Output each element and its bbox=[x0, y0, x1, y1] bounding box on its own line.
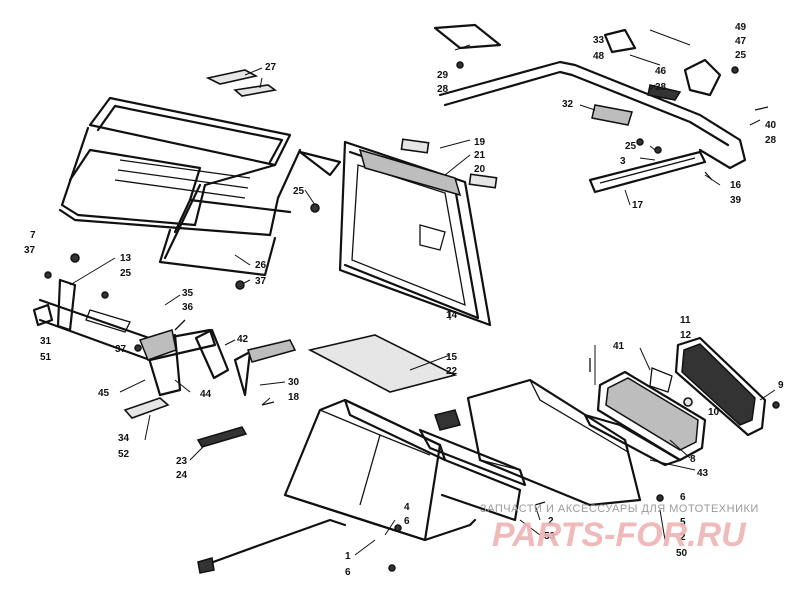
side-cover bbox=[466, 378, 642, 507]
watermark: ЗАПЧАСТИ И АКСЕССУАРЫ ДЛЯ МОТОТЕХНИКИ PA… bbox=[480, 503, 759, 554]
lower-storage-box bbox=[283, 398, 527, 542]
callout-12: 12 bbox=[680, 330, 692, 341]
callout-6c: 6 bbox=[345, 567, 351, 578]
callout-37b: 37 bbox=[24, 245, 36, 256]
callout-41: 41 bbox=[613, 341, 625, 352]
callout-37: 37 bbox=[255, 276, 267, 287]
callout-19: 19 bbox=[474, 137, 486, 148]
latch-assembly bbox=[32, 278, 297, 397]
decal-20 bbox=[468, 173, 498, 189]
plate-22 bbox=[434, 409, 461, 431]
callout-44: 44 bbox=[200, 389, 212, 400]
callout-21: 21 bbox=[474, 150, 486, 161]
callout-25: 25 bbox=[293, 186, 305, 197]
callout-25c: 25 bbox=[735, 50, 747, 61]
storage-box-lid bbox=[298, 140, 492, 327]
callout-13: 13 bbox=[120, 253, 132, 264]
rear-rack bbox=[58, 96, 302, 277]
callout-25d: 25 bbox=[625, 141, 637, 152]
callout-28: 28 bbox=[437, 84, 449, 95]
strip-23 bbox=[196, 426, 248, 448]
callout-49: 49 bbox=[735, 22, 747, 33]
callout-30: 30 bbox=[288, 377, 300, 388]
callout-48: 48 bbox=[593, 51, 605, 62]
callout-42: 42 bbox=[237, 334, 249, 345]
callout-51: 51 bbox=[40, 352, 52, 363]
strap-34 bbox=[123, 397, 170, 419]
fasteners bbox=[44, 61, 780, 572]
callout-39: 39 bbox=[730, 195, 742, 206]
callout-46: 46 bbox=[655, 66, 667, 77]
callout-6b: 6 bbox=[680, 492, 686, 503]
callout-6: 6 bbox=[404, 516, 410, 527]
callout-43: 43 bbox=[697, 468, 709, 479]
callout-2: 2 bbox=[548, 516, 554, 527]
callout-7: 7 bbox=[30, 230, 36, 241]
callout-29: 29 bbox=[437, 70, 449, 81]
callout-52: 52 bbox=[118, 449, 130, 460]
bulb-10 bbox=[683, 397, 693, 407]
callout-2b: 2 bbox=[680, 532, 686, 543]
callout-28b: 28 bbox=[765, 135, 777, 146]
callout-33: 33 bbox=[593, 35, 605, 46]
seat-pad-15 bbox=[307, 334, 458, 393]
callout-17: 17 bbox=[632, 200, 644, 211]
callout-25b: 25 bbox=[120, 268, 132, 279]
callout-23: 23 bbox=[176, 456, 188, 467]
callout-11: 11 bbox=[680, 315, 691, 326]
callout-31: 31 bbox=[40, 336, 52, 347]
callout-1: 1 bbox=[345, 551, 351, 562]
callout-3: 3 bbox=[620, 156, 626, 167]
callout-numbers: 27 25 19 21 20 26 37 14 15 22 7 37 13 25… bbox=[24, 22, 784, 578]
callout-24: 24 bbox=[176, 470, 188, 481]
callout-26: 26 bbox=[255, 260, 267, 271]
callout-4: 4 bbox=[404, 502, 410, 513]
callout-10: 10 bbox=[708, 407, 720, 418]
watermark-logo: PARTS-FOR.RU bbox=[492, 516, 747, 554]
callout-16: 16 bbox=[730, 180, 742, 191]
callout-18: 18 bbox=[288, 392, 300, 403]
callout-8: 8 bbox=[690, 454, 696, 465]
callout-50: 50 bbox=[676, 548, 688, 559]
rail-assembly bbox=[433, 23, 747, 194]
decal-27 bbox=[205, 69, 278, 97]
watermark-caption: ЗАПЧАСТИ И АКСЕССУАРЫ ДЛЯ МОТОТЕХНИКИ bbox=[480, 503, 759, 515]
callout-34: 34 bbox=[118, 433, 130, 444]
callout-47: 47 bbox=[735, 36, 747, 47]
callout-53: 53 bbox=[544, 531, 556, 542]
callout-5: 5 bbox=[680, 517, 686, 528]
callout-40: 40 bbox=[765, 120, 777, 131]
callout-14: 14 bbox=[446, 310, 458, 321]
callout-20: 20 bbox=[474, 164, 486, 175]
callout-22: 22 bbox=[446, 366, 458, 377]
callout-37c: 37 bbox=[115, 344, 127, 355]
cable-plug bbox=[197, 557, 215, 574]
callout-27: 27 bbox=[265, 62, 277, 73]
callout-9: 9 bbox=[778, 380, 784, 391]
cable bbox=[203, 518, 347, 567]
callout-15: 15 bbox=[446, 352, 458, 363]
decal-19 bbox=[400, 138, 430, 154]
tail-light bbox=[583, 336, 767, 467]
callout-32: 32 bbox=[562, 99, 574, 110]
callout-45: 45 bbox=[98, 388, 110, 399]
callout-36: 36 bbox=[182, 302, 194, 313]
callout-35: 35 bbox=[182, 288, 194, 299]
callout-38: 38 bbox=[655, 82, 667, 93]
leader-lines bbox=[69, 29, 776, 556]
